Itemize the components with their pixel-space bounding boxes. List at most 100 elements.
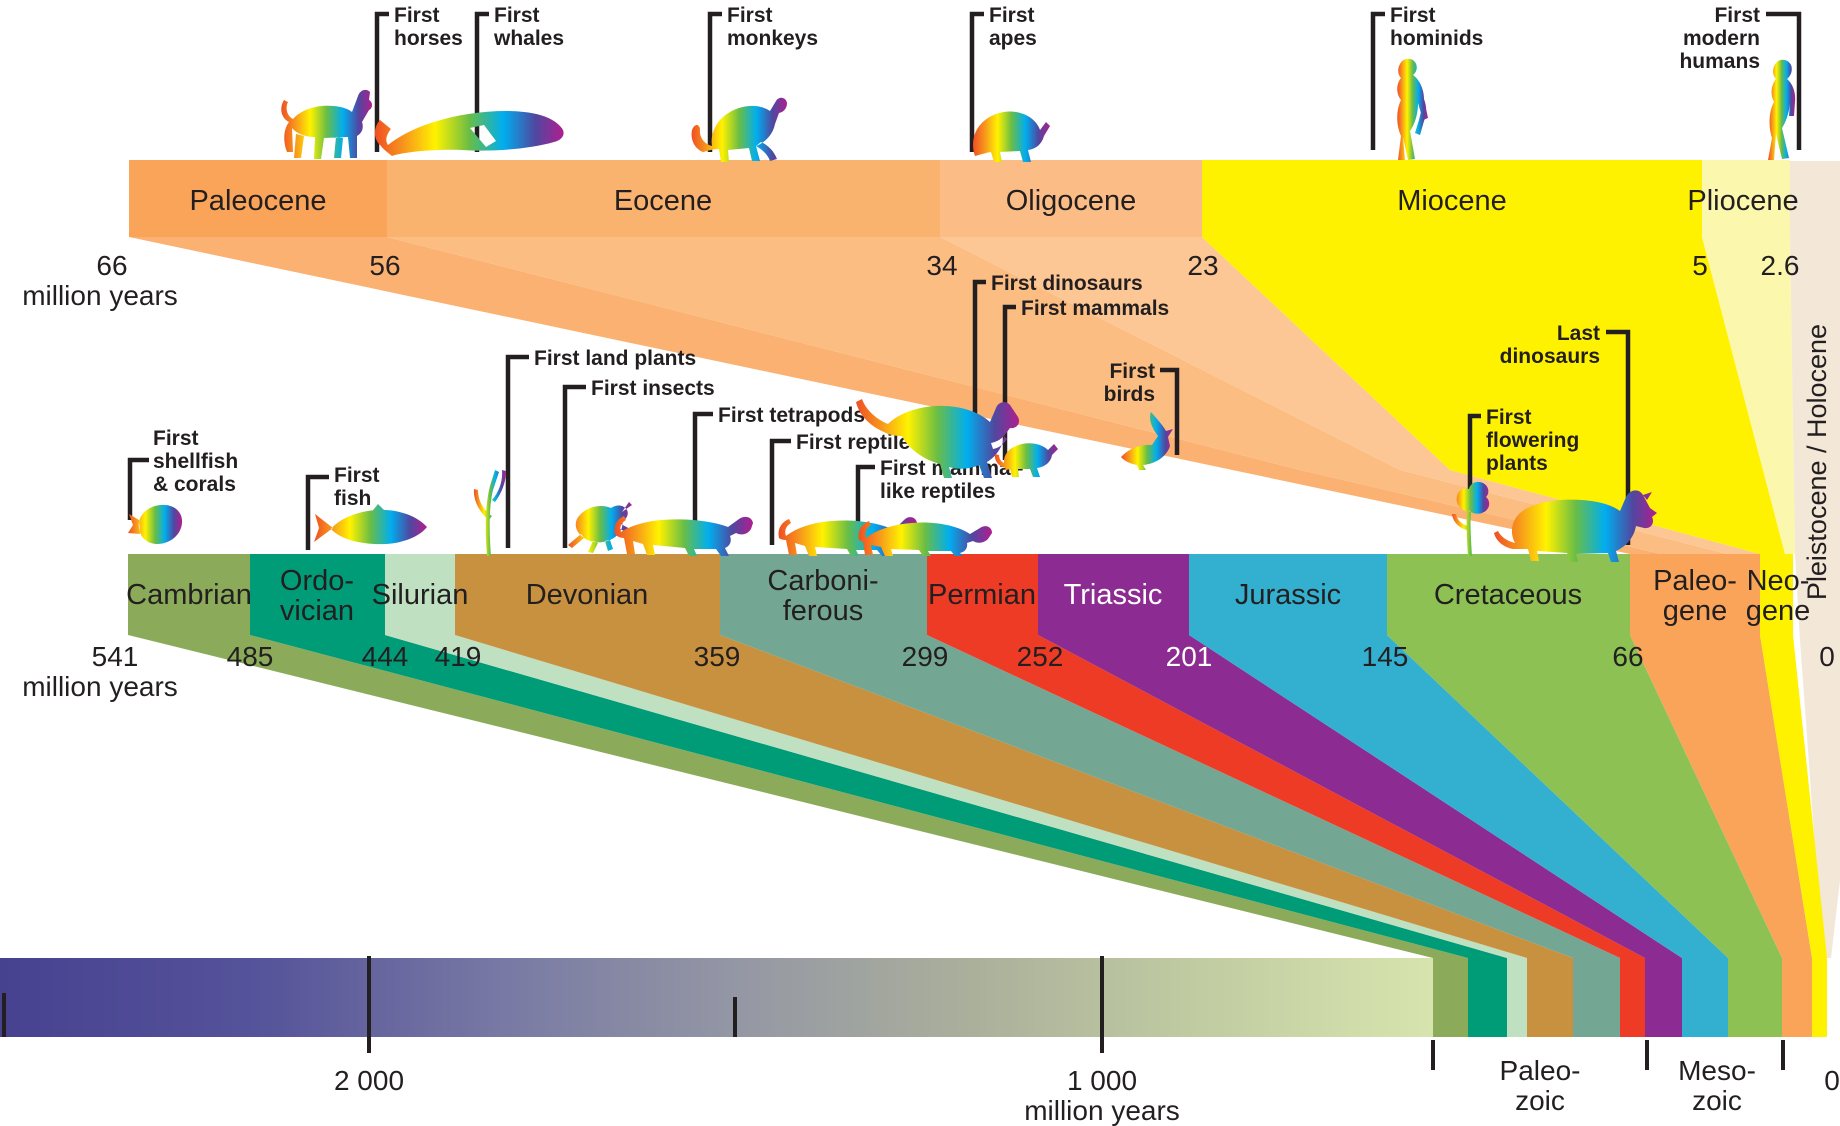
first-shellfish-bracket [127, 457, 149, 520]
carboniferous-label-1: Carboni- [767, 565, 878, 597]
permian-band [927, 554, 1038, 635]
pliocene-label: Pliocene [1687, 185, 1798, 217]
bottom-band [0, 956, 1827, 1070]
first-flowering-bracket [1467, 413, 1481, 500]
cambrian-band [128, 554, 250, 635]
period-number-0: 0 [1819, 641, 1835, 672]
period-number-66: 66 [1612, 641, 1643, 672]
epoch-number-5: 5 [1692, 250, 1708, 281]
tick-2500 [2, 993, 6, 1037]
paleocene-label: Paleocene [189, 185, 326, 217]
first-birds-line1: First [1109, 360, 1155, 383]
paleozoic-label-1: Paleo- [1500, 1055, 1581, 1086]
eocene-label: Eocene [614, 185, 712, 217]
first-shellfish-line1: First [153, 427, 199, 450]
paleocene-funnel [129, 237, 1661, 554]
devonian-funnel [455, 635, 1573, 958]
first-whales-line1: First [494, 4, 540, 27]
epoch-number-23: 23 [1187, 250, 1218, 281]
cretaceous-funnel [1387, 635, 1782, 958]
neogene-label-2: gene [1746, 595, 1811, 627]
period-labels: Cambrian Ordo- vician Silurian Devonian … [22, 565, 1835, 702]
period-number-252: 252 [1017, 641, 1064, 672]
ordovician-label-1: Ordo- [280, 565, 354, 597]
annotation-first-flowering: First flowering plants [1486, 406, 1579, 475]
period-number-419: 419 [435, 641, 482, 672]
first-fish-bracket [305, 474, 329, 550]
annotation-last-dinosaurs: Last dinosaurs [1500, 322, 1600, 368]
first-insects-bracket [562, 384, 586, 548]
cambrian-label: Cambrian [126, 579, 252, 611]
last-dinosaurs-bracket [1606, 329, 1631, 545]
cretaceous-label: Cretaceous [1434, 579, 1582, 611]
carboniferous-label-2: ferous [783, 595, 864, 627]
silurian-funnel [385, 635, 1527, 958]
period-number-541: 541 [92, 641, 139, 672]
miocene-funnel [1202, 237, 1785, 554]
epoch-number-56: 56 [369, 250, 400, 281]
triceratops-icon [1494, 490, 1657, 562]
cretaceous-slice [1728, 958, 1782, 1037]
silurian-label: Silurian [372, 579, 469, 611]
paleogene-label-1: Paleo- [1653, 565, 1737, 597]
paleocene-band [129, 160, 387, 237]
carboniferous-slice [1573, 958, 1620, 1037]
first-hominids-bracket [1370, 11, 1385, 150]
annotation-first-tetrapods: First tetrapods [718, 404, 865, 427]
annotation-first-land-plants: First land plants [534, 347, 696, 370]
annotation-first-apes: First apes [989, 4, 1037, 50]
annotation-first-insects: First insects [591, 377, 715, 400]
label-2000: 2 000 [334, 1065, 404, 1096]
annotation-first-mammals: First mammals [1021, 297, 1169, 320]
paleogene-band [1630, 554, 1760, 635]
tick-paleozoic-start [1431, 1040, 1435, 1070]
epoch-number-66: 66 [96, 250, 127, 281]
silurian-band [385, 554, 455, 635]
first-flowering-line2: flowering [1486, 429, 1579, 452]
first-apes-bracket [969, 11, 984, 152]
first-fish-line1: First [334, 464, 380, 487]
annotation-first-fish: First fish [334, 464, 380, 510]
permian-funnel [927, 635, 1645, 958]
first-flowering-line3: plants [1486, 452, 1548, 475]
tick-1000 [1100, 956, 1104, 1053]
first-flowering-line1: First [1486, 406, 1532, 429]
precambrian-band [0, 958, 1433, 1037]
bird-icon [1121, 412, 1173, 470]
tick-1500 [733, 997, 737, 1037]
neogene-funnel [1760, 635, 1827, 958]
first-monkeys-line1: First [727, 4, 773, 27]
jurassic-band [1189, 554, 1387, 635]
mesozoic-label-2: zoic [1692, 1085, 1742, 1116]
triassic-slice [1645, 958, 1682, 1037]
cretaceous-band [1387, 554, 1630, 635]
epoch-band [129, 160, 1790, 237]
ordovician-band [250, 554, 385, 635]
pliocene-band [1702, 160, 1790, 237]
shellfish-icon [128, 504, 183, 544]
triassic-funnel [1038, 635, 1682, 958]
triassic-label: Triassic [1064, 579, 1163, 611]
insect-icon [568, 502, 632, 553]
jurassic-slice [1682, 958, 1728, 1037]
first-modern-humans-line3: humans [1679, 50, 1760, 73]
bottom-labels: 2 000 1 000 million years Paleo- zoic Me… [334, 1055, 1840, 1126]
first-whales-line2: whales [493, 27, 564, 50]
oligocene-band [940, 160, 1202, 237]
period-number-299: 299 [902, 641, 949, 672]
ape-icon [973, 111, 1050, 162]
oligocene-label: Oligocene [1006, 185, 1137, 217]
jurassic-funnel [1189, 635, 1728, 958]
fish-icon [314, 504, 427, 545]
paleozoic-label-2: zoic [1515, 1085, 1565, 1116]
miocene-label: Miocene [1397, 185, 1507, 217]
annotation-first-dinosaurs: First dinosaurs [991, 272, 1143, 295]
pliocene-funnel [1702, 237, 1795, 554]
pleistocene-strip [1790, 161, 1840, 958]
first-land-plants-bracket [505, 354, 529, 548]
neogene-band [1760, 554, 1793, 635]
permian-label: Permian [928, 579, 1036, 611]
first-dinosaurs-bracket [972, 279, 986, 455]
